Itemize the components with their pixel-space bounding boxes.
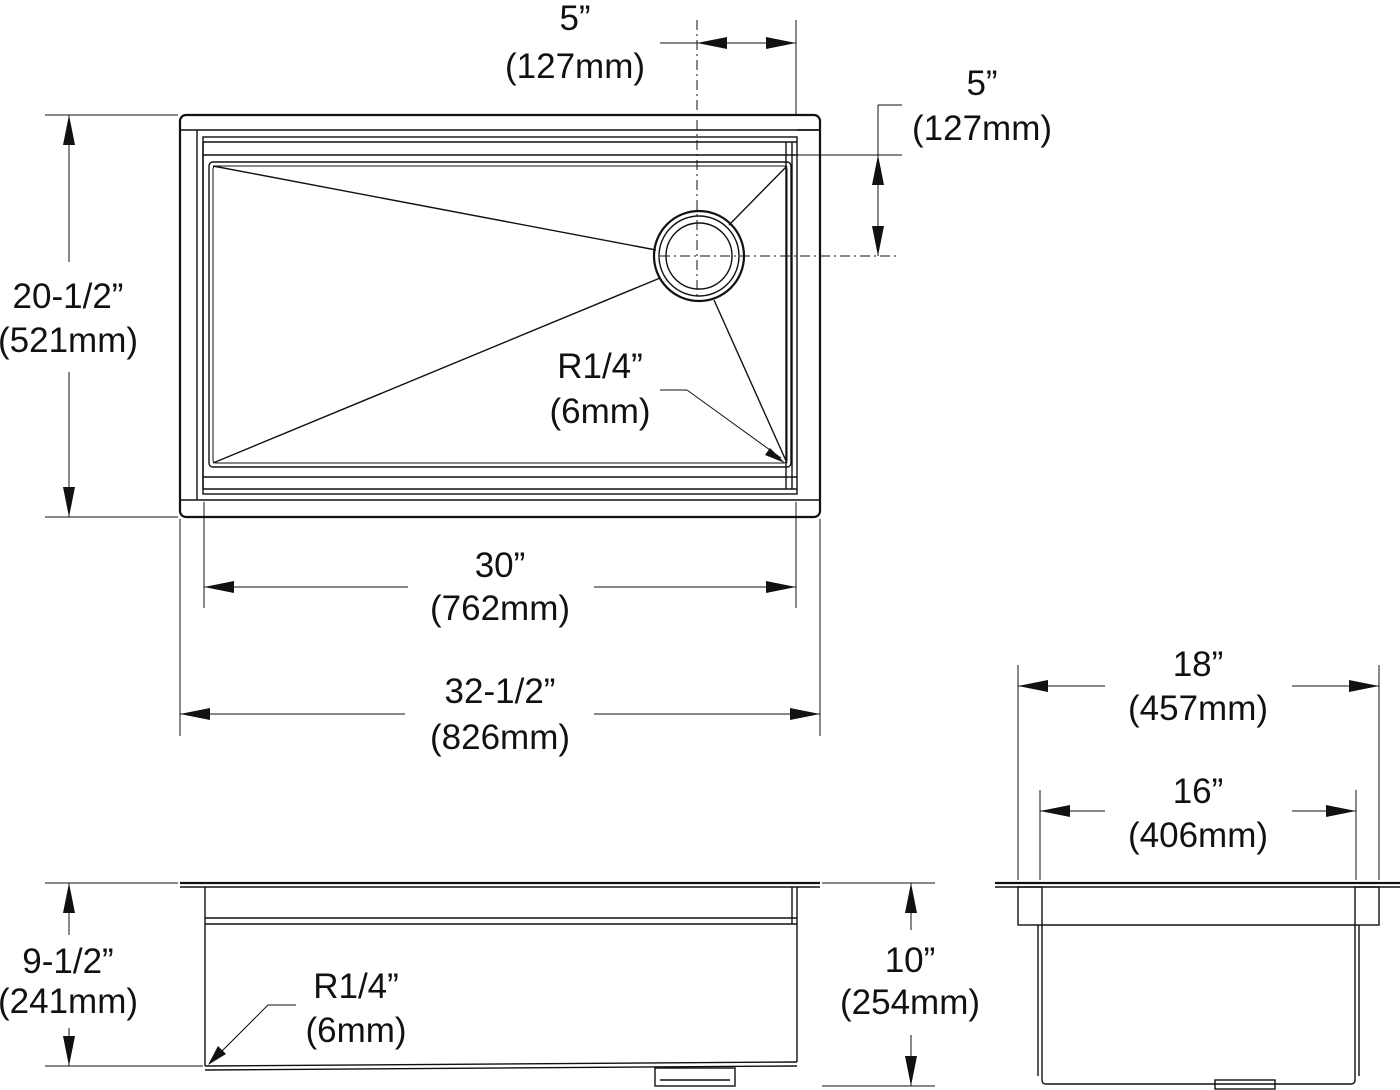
dim-overall-width: 18” (457mm) — [1017, 645, 1380, 880]
dim-bowl-length: 30” (762mm) — [203, 502, 797, 628]
bowl-length-metric: (762mm) — [430, 589, 570, 628]
bowl-width-metric: (406mm) — [1128, 816, 1268, 855]
dim-corner-radius-front: R1/4” (6mm) — [305, 967, 406, 1050]
dim-overall-depth: 20-1/2” (521mm) — [0, 114, 178, 518]
dim-bowl-depth: 9-1/2” (241mm) — [0, 882, 203, 1067]
bowl-depth-imperial: 9-1/2” — [22, 942, 113, 981]
bowl-length-imperial: 30” — [475, 546, 526, 585]
overall-depth-imperial: 20-1/2” — [13, 277, 124, 316]
corner-radius-front-imperial: R1/4” — [313, 967, 399, 1006]
overall-height-metric: (254mm) — [840, 983, 980, 1022]
sink-outer-flange — [178, 113, 822, 519]
overall-width-metric: (457mm) — [1128, 689, 1268, 728]
dim-overall-length: 32-1/2” (826mm) — [179, 519, 821, 757]
dim-drain-offset-y: 5” (127mm) — [797, 64, 1052, 256]
dim-corner-radius-top: R1/4” (6mm) — [549, 347, 650, 431]
overall-length-imperial: 32-1/2” — [445, 672, 556, 711]
corner-radius-front-metric: (6mm) — [305, 1011, 406, 1050]
overall-width-imperial: 18” — [1173, 645, 1224, 684]
overall-height-imperial: 10” — [885, 941, 936, 980]
drain-offset-x-metric: (127mm) — [505, 47, 645, 86]
sink-bowl-floor — [208, 161, 792, 468]
dim-bowl-width: 16” (406mm) — [1039, 772, 1357, 880]
top-view — [178, 20, 900, 519]
corner-radius-top-imperial: R1/4” — [557, 347, 643, 386]
sink-bowl-rim — [202, 136, 798, 495]
front-view — [180, 881, 820, 1087]
overall-length-metric: (826mm) — [430, 718, 570, 757]
bowl-depth-metric: (241mm) — [0, 982, 138, 1021]
drain-offset-x-imperial: 5” — [559, 0, 590, 38]
dim-drain-offset-x: 5” (127mm) — [505, 0, 797, 115]
corner-radius-top-metric: (6mm) — [549, 392, 650, 431]
bowl-width-imperial: 16” — [1173, 772, 1224, 811]
side-view — [995, 881, 1400, 1090]
drain-offset-y-metric: (127mm) — [912, 109, 1052, 148]
drain-offset-y-imperial: 5” — [966, 64, 997, 103]
overall-depth-metric: (521mm) — [0, 321, 138, 360]
dim-overall-height: 10” (254mm) — [822, 882, 980, 1087]
